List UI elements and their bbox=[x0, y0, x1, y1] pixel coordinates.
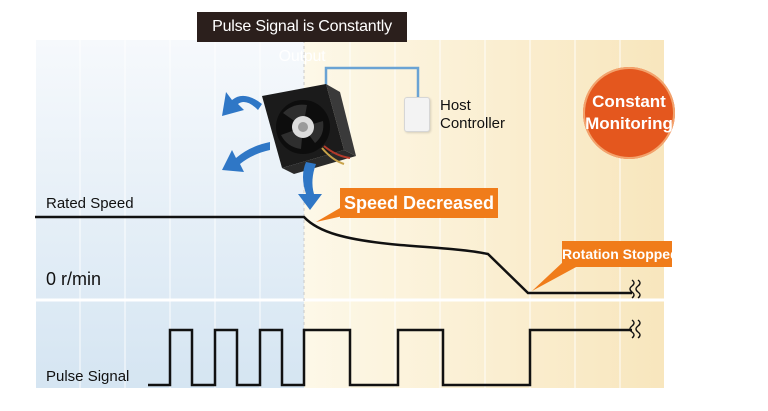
rotation-stopped-pointer bbox=[532, 262, 578, 291]
pulse-signal-waveform bbox=[148, 328, 632, 387]
cooling-fan-icon bbox=[262, 84, 356, 174]
speed-decreased-callout: Speed Decreased bbox=[340, 188, 498, 218]
rated-speed-label: Rated Speed bbox=[46, 195, 134, 212]
badge-line1: Constant bbox=[592, 92, 666, 111]
airflow-arrows bbox=[222, 92, 322, 210]
arrow-down-icon bbox=[298, 162, 322, 210]
host-controller-label: Host Controller bbox=[440, 97, 505, 133]
host-label-line2: Controller bbox=[440, 115, 506, 132]
rotation-stopped-callout: Rotation Stopped bbox=[562, 241, 679, 267]
arrow-up-left-icon bbox=[222, 92, 262, 116]
arrow-down-left-icon bbox=[222, 142, 270, 172]
host-controller-icon bbox=[404, 97, 430, 132]
zero-speed-label: 0 r/min bbox=[46, 269, 102, 289]
badge-line2: Monitoring bbox=[585, 114, 673, 133]
pulse-output-banner: Pulse Signal is Constantly Output bbox=[197, 12, 407, 65]
constant-monitoring-badge: Constant Monitoring bbox=[583, 67, 675, 159]
speed-curve bbox=[35, 215, 632, 295]
host-label-line1: Host bbox=[440, 97, 471, 114]
wavy-break-icon bbox=[629, 279, 641, 339]
pulse-signal-label: Pulse Signal bbox=[46, 368, 130, 385]
